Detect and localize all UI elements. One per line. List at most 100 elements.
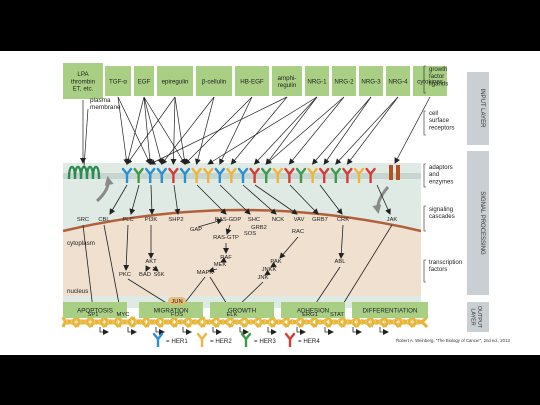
node-jnk: JNK	[258, 275, 269, 281]
legend-label: = HER2	[210, 338, 232, 345]
node-crk: CRK	[337, 217, 349, 223]
layer-bars: INPUT LAYER SIGNAL PROCESSING OUTPUTLAYE…	[467, 72, 489, 332]
citation: Robert A. Weinberg, “The Biology of Canc…	[396, 338, 510, 343]
gpcr-transactivation-arrow	[95, 176, 114, 203]
erbb-receptor-her1	[179, 167, 191, 183]
output-label: DIFFERENTIATION	[363, 308, 418, 315]
ligand-box	[272, 66, 302, 96]
legend-her3-icon	[240, 332, 252, 347]
output-box-differentiation	[352, 302, 428, 318]
cytokine-jak-arrow	[372, 186, 390, 214]
erbb-receptor-her2	[353, 167, 365, 183]
erbb-receptor-her4	[284, 167, 295, 183]
erbb-receptor-her4	[319, 167, 330, 183]
node-gap: GAP	[190, 227, 202, 233]
node-akt: AKT	[145, 259, 157, 265]
node-cbl: CBL	[98, 217, 110, 223]
node-pkc: PKC	[119, 272, 131, 278]
node-vav: VAV	[294, 217, 305, 223]
node-grb7: GRB7	[312, 217, 328, 223]
ligand-label: NRG-3	[361, 78, 381, 85]
node-nck: NCK	[272, 217, 284, 223]
ligand-box	[157, 66, 193, 96]
output-label: APOPTOSIS	[77, 308, 113, 315]
erbb-receptor-her4	[249, 167, 260, 183]
erbb-receptor-her3	[261, 167, 272, 183]
ligand-label: NRG-1	[307, 78, 327, 85]
output-label: ADHESION	[297, 308, 329, 315]
node-abl: ABL	[335, 259, 347, 265]
cytokine-receptor	[389, 165, 400, 180]
output-label: MIGRATION	[154, 308, 189, 315]
node-src: SRC	[77, 217, 89, 223]
node-myc: MYC	[117, 312, 130, 318]
erbb-receptor-her3	[295, 167, 307, 183]
node-ras-gdp: RAS-GDP	[215, 217, 242, 223]
ligand-label: amphi-regulin	[278, 75, 297, 89]
node-jnkk: JNKK	[262, 267, 277, 273]
input-layer-bar	[467, 72, 489, 145]
node-raf: RAF	[220, 255, 232, 261]
legend-her2-icon	[196, 332, 208, 347]
node-elk: ELK	[227, 312, 238, 318]
node-rac: RAC	[292, 229, 304, 235]
erbb-receptor-her4	[168, 167, 179, 183]
legend-label: = HER3	[254, 338, 276, 345]
legend-label: = HER1	[166, 338, 188, 345]
node-fos: FOS	[171, 312, 183, 318]
erbb-receptor-her2	[307, 167, 318, 183]
node-sp1: SP1	[88, 312, 99, 318]
ligand-box	[134, 66, 154, 96]
erbb-receptor-her2	[226, 167, 237, 183]
legend-label: = HER4	[298, 338, 320, 345]
input-layer-label: INPUT LAYER	[479, 89, 485, 128]
erbb-receptor-her1	[121, 167, 133, 183]
node-mek: MEK	[214, 262, 227, 268]
ligand-arrows	[80, 96, 431, 165]
output-box-growth	[210, 302, 274, 318]
node-pi3k: PI3K	[145, 217, 158, 223]
ligand-box	[413, 66, 447, 96]
legend: = HER1 = HER2 = HER3 = HER4	[152, 332, 320, 347]
ligand-box	[196, 66, 232, 96]
ligand-label: HB-EGF	[240, 78, 264, 85]
plasma-membrane-pointer	[83, 108, 89, 168]
node-stat: STAT	[330, 312, 344, 318]
erbb-receptor-her1	[214, 167, 225, 183]
jun-badge	[168, 297, 186, 305]
output-box-migration	[139, 302, 203, 318]
ligand-label: NRG-2	[334, 78, 354, 85]
nucleus-region	[63, 210, 421, 296]
output-label: GROWTH	[228, 308, 256, 315]
legend-her1-icon	[152, 332, 164, 347]
ligand-box	[386, 66, 410, 96]
erbb-receptor-her1	[145, 167, 156, 183]
ligand-box	[359, 66, 383, 96]
ligand-box	[235, 66, 269, 96]
node-s6k: S6K	[154, 272, 165, 278]
ligand-box	[105, 66, 131, 96]
output-row: APOPTOSIS MIGRATION GROWTH ADHESION DIFFEREN…	[63, 302, 428, 318]
erbb-receptor-her4	[342, 167, 353, 183]
ligand-box	[332, 66, 356, 96]
node-erg1: ERG1	[302, 312, 318, 318]
node-grb2: GRB2	[251, 225, 267, 231]
nucleus-label: nucleus	[67, 288, 88, 295]
ligand-label: epiregulin	[162, 78, 189, 85]
node-bad: BAD	[139, 272, 151, 278]
ligand-box	[63, 63, 103, 99]
promoter-arrows	[99, 327, 389, 335]
ligand-label: NRG-4	[388, 78, 408, 85]
erbb-receptor-her2	[203, 167, 214, 183]
ligand-label: cytokines	[417, 78, 443, 85]
